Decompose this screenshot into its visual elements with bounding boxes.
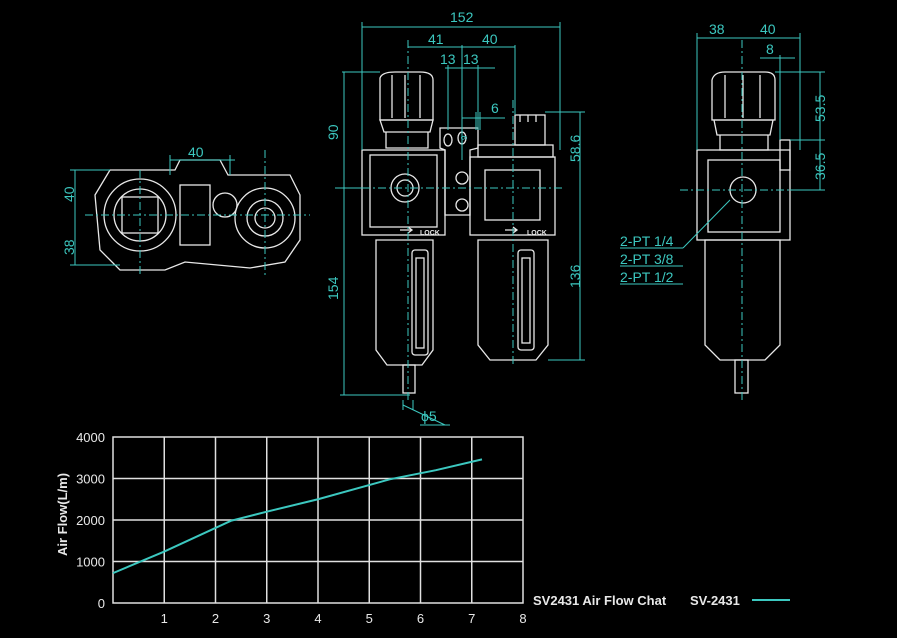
y-tick-label: 4000 xyxy=(76,430,105,445)
dim-side-offset: 8 xyxy=(766,41,774,57)
y-tick-label: 0 xyxy=(98,596,105,611)
legend-label: SV-2431 xyxy=(690,593,740,608)
front-view: LOCK LOCK 152 41 40 xyxy=(325,9,585,426)
side-view: 38 40 8 53.5 36.5 2-PT 1/4 2-PT 3/8 2-PT… xyxy=(620,21,828,400)
x-tick-label: 5 xyxy=(366,611,373,626)
port-label-1: 2-PT 1/4 xyxy=(620,233,674,249)
y-tick-label: 3000 xyxy=(76,472,105,487)
x-tick-label: 4 xyxy=(314,611,321,626)
dim-left-offset: 41 xyxy=(428,31,444,47)
x-tick-label: 8 xyxy=(519,611,526,626)
x-tick-label: 2 xyxy=(212,611,219,626)
dim-right-offset: 40 xyxy=(482,31,498,47)
dim-bracket-left: 13 xyxy=(440,51,456,67)
y-axis-label: Air Flow(L/m) xyxy=(55,473,70,556)
x-tick-label: 7 xyxy=(468,611,475,626)
top-view: 40 40 38 xyxy=(61,144,310,275)
y-tick-label: 2000 xyxy=(76,513,105,528)
port-label-3: 2-PT 1/2 xyxy=(620,269,674,285)
x-tick-label: 3 xyxy=(263,611,270,626)
dim-lub-top: 58.6 xyxy=(567,135,583,162)
dim-side-lower: 36.5 xyxy=(812,153,828,180)
dim-top-depth-upper: 40 xyxy=(61,186,77,202)
dim-side-upper: 53.5 xyxy=(812,95,828,122)
x-tick-label: 6 xyxy=(417,611,424,626)
dim-overall-width: 152 xyxy=(450,9,474,25)
dim-side-left: 38 xyxy=(709,21,725,37)
dim-top-depth-lower: 38 xyxy=(61,239,77,255)
lock-label-2: LOCK xyxy=(527,230,547,237)
x-tick-label: 1 xyxy=(161,611,168,626)
dim-height-bottom: 154 xyxy=(325,276,341,300)
chart-title: SV2431 Air Flow Chat xyxy=(533,593,667,608)
series-line-sv-2431 xyxy=(112,458,483,575)
dim-height-top: 90 xyxy=(325,124,341,140)
y-tick-label: 1000 xyxy=(76,555,105,570)
lock-label: LOCK xyxy=(420,230,440,237)
dim-bracket-small: 9 xyxy=(460,135,469,140)
port-label-2: 2-PT 3/8 xyxy=(620,251,674,267)
dim-bracket-gap: 6 xyxy=(491,100,499,116)
dim-top-width: 40 xyxy=(188,144,204,160)
dim-lub-bottom: 136 xyxy=(567,264,583,288)
dim-side-right: 40 xyxy=(760,21,776,37)
dim-drain: ϕ5 xyxy=(421,408,437,424)
dim-bracket-right: 13 xyxy=(463,51,479,67)
